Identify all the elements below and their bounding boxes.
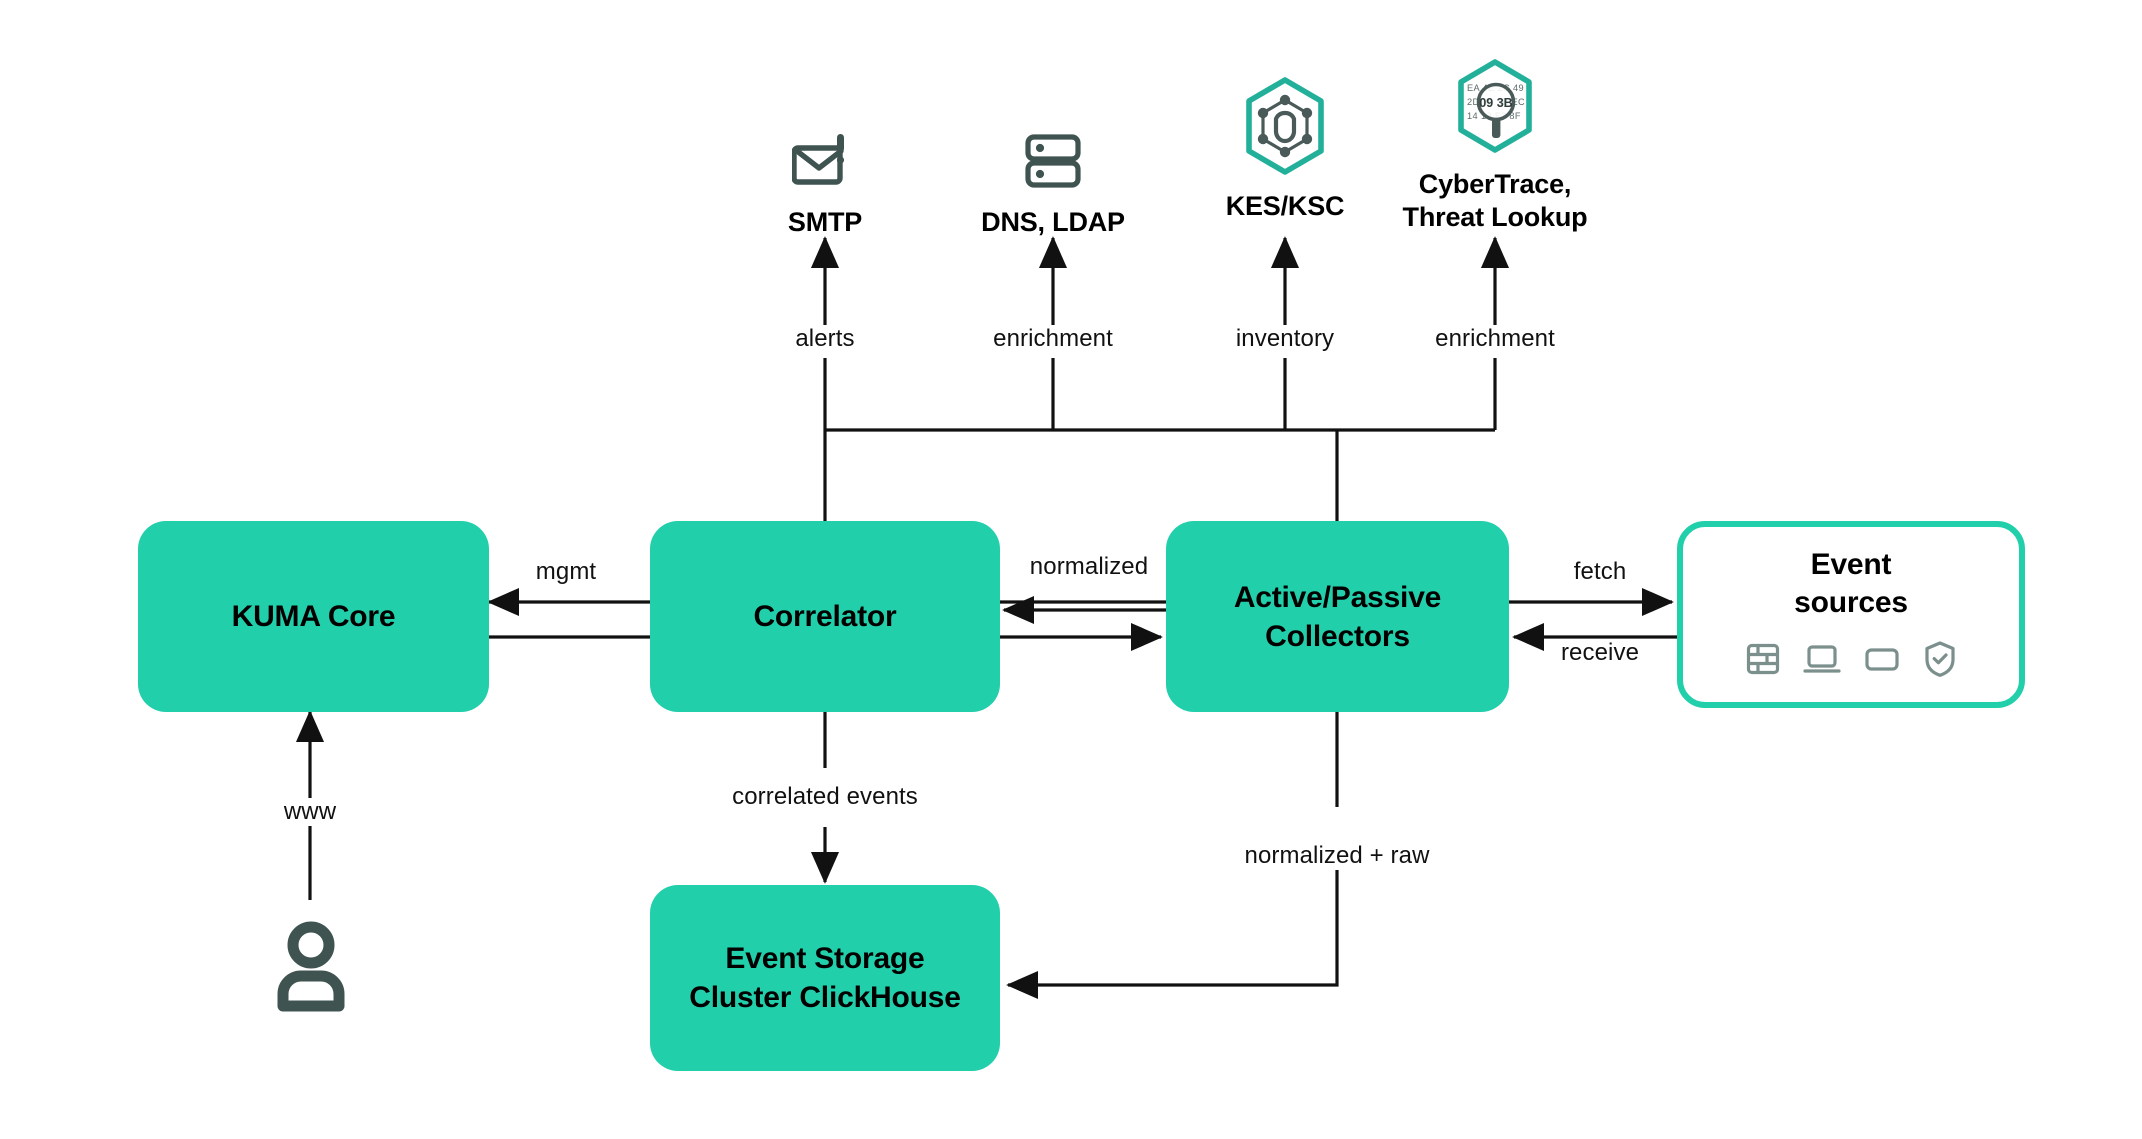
edge-label-fetch: fetch xyxy=(1566,558,1634,586)
edge-label-www: www xyxy=(276,798,344,826)
node-event-sources[interactable]: Event sources xyxy=(1677,521,2025,708)
brick-wall-icon xyxy=(1745,641,1781,682)
hexagon-network-icon xyxy=(1155,66,1415,176)
node-kuma-core-label: KUMA Core xyxy=(231,600,396,633)
node-correlator-label: Correlator xyxy=(753,600,897,633)
hexgrid-magnified: 09 3B xyxy=(1479,96,1512,110)
node-event-storage-label-line2: Cluster ClickHouse xyxy=(689,981,961,1014)
source-cybertrace-label: CyberTrace, Threat Lookup xyxy=(1365,168,1625,234)
hexagon-magnifier-icon: EA 4E 2C 49 2D 09 3B EC 14 13 F3 8F 09 3… xyxy=(1365,44,1625,154)
source-dns-ldap[interactable]: DNS, LDAP xyxy=(923,82,1183,239)
source-cybertrace-label-line1: CyberTrace, xyxy=(1418,169,1572,199)
edge-label-enrichment-dns: enrichment xyxy=(986,325,1120,353)
event-source-device-row xyxy=(1745,640,1957,683)
laptop-icon xyxy=(1803,641,1841,682)
source-smtp[interactable]: SMTP xyxy=(695,82,955,239)
source-dns-ldap-label: DNS, LDAP xyxy=(981,207,1125,237)
edge-label-alerts: alerts xyxy=(788,325,862,353)
source-kes-ksc[interactable]: KES/KSC xyxy=(1155,66,1415,223)
node-event-storage-label: Event Storage Cluster ClickHouse xyxy=(689,939,961,1017)
server-stack-icon xyxy=(923,82,1183,192)
node-correlator[interactable]: Correlator xyxy=(650,521,1000,712)
source-cybertrace[interactable]: EA 4E 2C 49 2D 09 3B EC 14 13 F3 8F 09 3… xyxy=(1365,44,1625,234)
edge-label-mgmt: mgmt xyxy=(528,558,604,586)
node-event-storage-label-line1: Event Storage xyxy=(725,942,925,975)
node-event-storage[interactable]: Event Storage Cluster ClickHouse xyxy=(650,885,1000,1071)
edge-label-enrichment-ct: enrichment xyxy=(1428,325,1562,353)
node-collectors-label-line1: Active/Passive xyxy=(1233,580,1442,614)
edge-label-normalized: normalized xyxy=(1022,553,1156,581)
node-event-sources-label-line2: sources xyxy=(1794,586,1908,619)
shield-check-icon xyxy=(1923,640,1957,683)
node-collectors-label-line2: Collectors xyxy=(1265,619,1410,653)
source-smtp-label: SMTP xyxy=(787,207,863,237)
node-kuma-core[interactable]: KUMA Core xyxy=(138,521,489,712)
edge-label-correlated: correlated events xyxy=(725,783,925,811)
actor-user[interactable] xyxy=(268,920,354,1017)
user-person-icon xyxy=(277,921,345,1012)
node-event-sources-label-line1: Event xyxy=(1810,547,1892,581)
source-cybertrace-label-line2: Threat Lookup xyxy=(1402,201,1588,232)
node-collectors[interactable]: Active/Passive Collectors xyxy=(1166,521,1509,712)
edge-label-receive: receive xyxy=(1553,639,1647,667)
mail-alert-icon xyxy=(695,82,955,192)
source-kes-ksc-label: KES/KSC xyxy=(1225,191,1345,221)
edge-label-inventory: inventory xyxy=(1228,325,1342,353)
edge-label-normalized-raw: normalized + raw xyxy=(1237,842,1437,870)
node-collectors-label: Active/Passive Collectors xyxy=(1233,578,1442,656)
router-icon xyxy=(1863,641,1901,682)
node-event-sources-label: Event sources xyxy=(1794,546,1908,623)
